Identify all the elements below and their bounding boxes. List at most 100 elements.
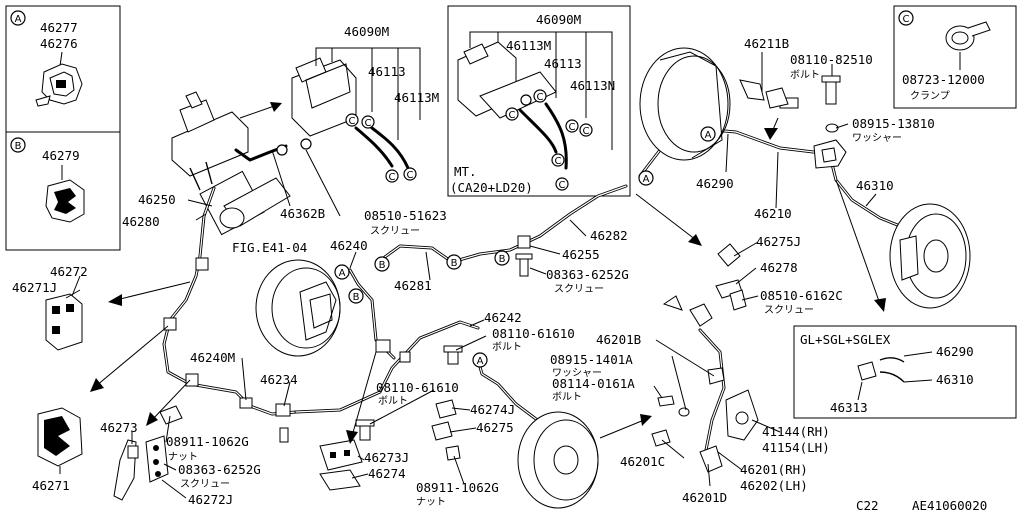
label-46242: 46242: [484, 310, 522, 325]
label-08363-6252G-b: 08363-6252G: [178, 462, 261, 477]
label-08915-1401A: 08915-1401A: [550, 352, 633, 367]
svg-text:A: A: [339, 268, 346, 279]
label-bolt-4: ボルト: [378, 395, 408, 407]
mt-part-3: 46113N: [570, 78, 615, 93]
label-08510-51623: 08510-51623: [364, 208, 447, 223]
label-46290: 46290: [696, 176, 734, 191]
label-08911-1062G-b: 08911-1062G: [416, 480, 499, 495]
label-46310: 46310: [856, 178, 894, 193]
brake-disc-rear: [517, 411, 599, 509]
inset-b-part-1: 46279: [42, 148, 80, 163]
label-46271: 46271: [32, 478, 70, 493]
label-46201: 46201(RH): [740, 462, 808, 477]
gl-title: GL+SGL+SGLEX: [800, 332, 891, 347]
reservoir-zoom: C C C C: [291, 57, 417, 183]
mt-caption-1: MT.: [454, 164, 477, 179]
label-screw-1: スクリュー: [370, 225, 420, 237]
inset-b: B 46279: [5, 131, 121, 251]
indicator-arrows: [90, 117, 886, 444]
label-46234: 46234: [260, 372, 298, 387]
svg-text:C: C: [389, 172, 396, 183]
label-46282: 46282: [590, 228, 628, 243]
bracket-46272J: [145, 435, 169, 483]
label-screw-2: スクリュー: [554, 283, 604, 295]
brake-disc-front-left: [255, 259, 341, 357]
bracket-46272: [45, 293, 83, 351]
label-46113: 46113: [368, 64, 406, 79]
label-fig: FIG.E41-04: [232, 240, 307, 255]
brake-disc-right: [889, 203, 971, 309]
rear-caliper: [662, 295, 759, 473]
label-08915-13810: 08915-13810: [852, 116, 935, 131]
label-bolt-2: ボルト: [492, 341, 522, 353]
label-08911-1062G-a: 08911-1062G: [166, 434, 249, 449]
gl-box: GL+SGL+SGLEX 46290 46310 46313: [793, 325, 1017, 419]
bracket-46273: [113, 439, 139, 501]
inset-c-clamp-label: クランプ: [910, 90, 950, 102]
inset-a-part-1: 46277: [40, 20, 78, 35]
label-46278: 46278: [760, 260, 798, 275]
label-46281: 46281: [394, 278, 432, 293]
callout-circles: A A A B B B B A: [334, 126, 716, 368]
label-46272: 46272: [50, 264, 88, 279]
page-code: C22: [856, 498, 879, 512]
mt-part-1: 46113M: [506, 38, 551, 53]
clip-b-shape: [45, 179, 85, 223]
zoom-arrow-1-head: [270, 102, 282, 112]
master-cylinder-left: [171, 91, 291, 236]
label-46240: 46240: [330, 238, 368, 253]
svg-text:A: A: [643, 174, 650, 185]
bracket-46271: [37, 407, 83, 467]
svg-text:B: B: [451, 258, 458, 269]
label-46202: 46202(LH): [740, 478, 808, 493]
label-08510-6162C: 08510-6162C: [760, 288, 843, 303]
label-08110-61610-a: 08110-61610: [492, 326, 575, 341]
label-screw-3: スクリュー: [764, 304, 814, 316]
label-46211B: 46211B: [744, 36, 789, 51]
label-46280: 46280: [122, 214, 160, 229]
svg-text:C: C: [569, 122, 576, 133]
gl-part-1: 46290: [936, 344, 974, 359]
hose-bracket-46210: [813, 139, 847, 169]
bracket-a-shape: [35, 63, 83, 107]
label-46201C: 46201C: [620, 454, 665, 469]
label-46275J: 46275J: [756, 234, 801, 249]
svg-text:C: C: [537, 92, 544, 103]
label-46240M: 46240M: [190, 350, 235, 365]
diagram-code: AE41060020: [912, 498, 987, 512]
label-08110-82510: 08110-82510: [790, 52, 873, 67]
label-46201B: 46201B: [596, 332, 641, 347]
svg-text:B: B: [353, 292, 360, 303]
label-46362B: 46362B: [280, 206, 325, 221]
small-parts: [159, 75, 841, 461]
leader-lines: [59, 52, 877, 499]
mt-inset: 46090M 46113M 46113 46113N C C C C C C M…: [447, 5, 631, 197]
part-labels: 46211B 08110-82510 ボルト 08915-13810 ワッシャー…: [12, 36, 987, 512]
label-46250: 46250: [138, 192, 176, 207]
label-46210: 46210: [754, 206, 792, 221]
inset-a: A 46277 46276: [5, 5, 121, 133]
svg-text:C: C: [583, 126, 590, 137]
label-41154: 41154(LH): [762, 440, 830, 455]
label-washer-1: ワッシャー: [852, 133, 902, 144]
label-46275: 46275: [476, 420, 514, 435]
inset-a-part-2: 46276: [40, 36, 78, 51]
label-nut-2: ナット: [416, 496, 446, 508]
label-46272J: 46272J: [188, 492, 233, 507]
inset-b-letter: B: [15, 141, 22, 152]
label-46273J: 46273J: [364, 450, 409, 465]
inset-a-letter: A: [15, 14, 22, 25]
label-screw-4: スクリュー: [180, 478, 230, 490]
svg-text:C: C: [365, 118, 372, 129]
svg-text:C: C: [509, 110, 516, 121]
svg-text:C: C: [559, 180, 566, 191]
label-nut-1: ナット: [168, 451, 198, 463]
label-46271J: 46271J: [12, 280, 57, 295]
label-bolt-1: ボルト: [790, 69, 820, 81]
label-08114-0161A: 08114-0161A: [552, 376, 635, 391]
label-46201D: 46201D: [682, 490, 727, 505]
svg-text:B: B: [499, 254, 506, 265]
mt-title: 46090M: [536, 12, 581, 27]
